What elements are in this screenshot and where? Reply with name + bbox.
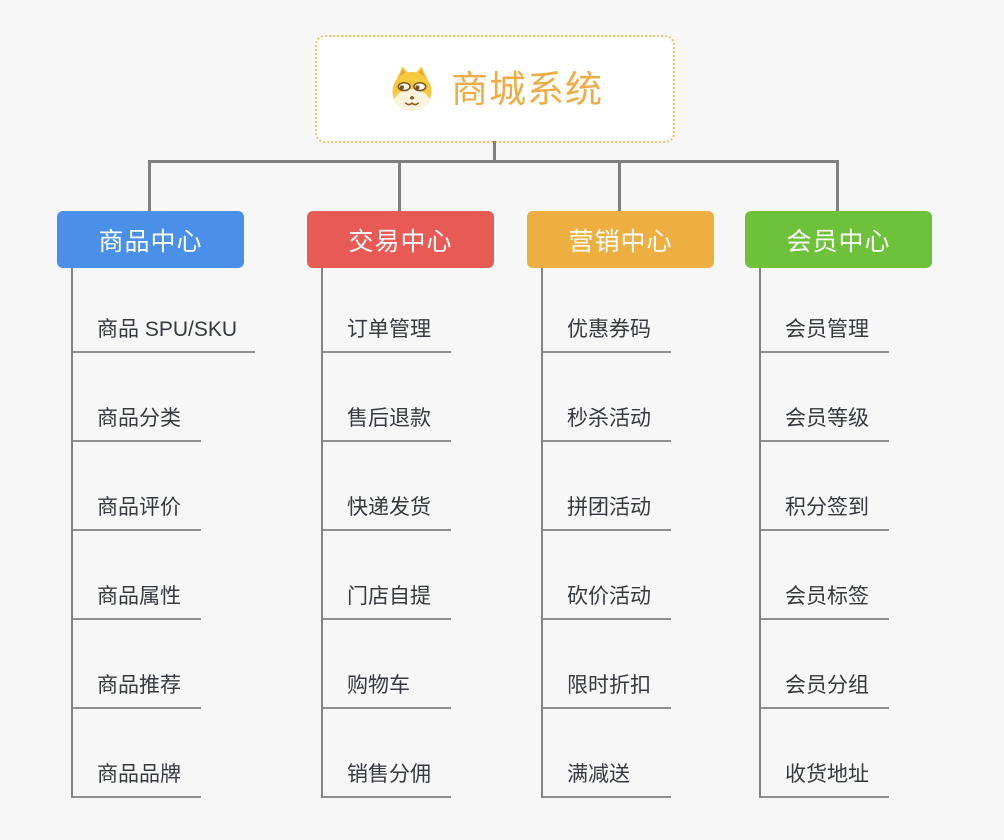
branch-trade-center: 交易中心 订单管理 售后退款 快递发货 门店自提 购物车 销售分佣 (307, 211, 494, 798)
connector-branch-trunk (541, 268, 543, 798)
leaf-node-store-pickup[interactable]: 门店自提 (321, 531, 451, 620)
leaf-node-product-spu-sku[interactable]: 商品 SPU/SKU (71, 268, 256, 353)
branch-node-member-center[interactable]: 会员中心 (745, 211, 932, 268)
leaf-node-group-buy[interactable]: 拼团活动 (541, 442, 671, 531)
connector-drop-product (148, 160, 151, 213)
root-node-mall-system[interactable]: 商城系统 (315, 35, 675, 143)
leaf-node-product-attribute[interactable]: 商品属性 (71, 531, 201, 620)
leaf-node-aftersale-refund[interactable]: 售后退款 (321, 353, 451, 442)
branch-product-center: 商品中心 商品 SPU/SKU 商品分类 商品评价 商品属性 商品推荐 商品品牌 (57, 211, 256, 798)
dog-face-icon (387, 64, 437, 114)
leaf-node-coupon-code[interactable]: 优惠券码 (541, 268, 671, 353)
leaf-node-sales-commission[interactable]: 销售分佣 (321, 709, 451, 798)
leaf-node-member-level[interactable]: 会员等级 (759, 353, 889, 442)
leaf-node-member-group[interactable]: 会员分组 (759, 620, 889, 709)
leaf-node-points-checkin[interactable]: 积分签到 (759, 442, 889, 531)
branch-items: 优惠券码 秒杀活动 拼团活动 砍价活动 限时折扣 满减送 (541, 268, 714, 798)
branch-node-product-center[interactable]: 商品中心 (57, 211, 244, 268)
branch-items: 商品 SPU/SKU 商品分类 商品评价 商品属性 商品推荐 商品品牌 (71, 268, 256, 798)
leaf-node-order-management[interactable]: 订单管理 (321, 268, 451, 353)
leaf-node-express-delivery[interactable]: 快递发货 (321, 442, 451, 531)
connector-drop-trade (398, 160, 401, 213)
branch-member-center: 会员中心 会员管理 会员等级 积分签到 会员标签 会员分组 收货地址 (745, 211, 932, 798)
leaf-node-product-brand[interactable]: 商品品牌 (71, 709, 201, 798)
branch-node-trade-center[interactable]: 交易中心 (307, 211, 494, 268)
leaf-node-product-review[interactable]: 商品评价 (71, 442, 201, 531)
connector-horizontal-rail (148, 160, 839, 163)
branch-items: 订单管理 售后退款 快递发货 门店自提 购物车 销售分佣 (321, 268, 494, 798)
leaf-node-shopping-cart[interactable]: 购物车 (321, 620, 451, 709)
connector-drop-marketing (618, 160, 621, 213)
connector-branch-trunk (759, 268, 761, 798)
connector-branch-trunk (321, 268, 323, 798)
leaf-node-member-management[interactable]: 会员管理 (759, 268, 889, 353)
leaf-node-full-reduction[interactable]: 满减送 (541, 709, 671, 798)
branch-marketing-center: 营销中心 优惠券码 秒杀活动 拼团活动 砍价活动 限时折扣 满减送 (527, 211, 714, 798)
leaf-node-product-recommend[interactable]: 商品推荐 (71, 620, 201, 709)
leaf-node-shipping-address[interactable]: 收货地址 (759, 709, 889, 798)
leaf-node-limited-time-discount[interactable]: 限时折扣 (541, 620, 671, 709)
root-node-title: 商城系统 (451, 68, 603, 110)
leaf-node-member-tag[interactable]: 会员标签 (759, 531, 889, 620)
branch-node-marketing-center[interactable]: 营销中心 (527, 211, 714, 268)
leaf-node-flash-sale[interactable]: 秒杀活动 (541, 353, 671, 442)
connector-branch-trunk (71, 268, 73, 798)
leaf-node-bargain-activity[interactable]: 砍价活动 (541, 531, 671, 620)
leaf-node-product-category[interactable]: 商品分类 (71, 353, 201, 442)
branch-items: 会员管理 会员等级 积分签到 会员标签 会员分组 收货地址 (759, 268, 932, 798)
connector-drop-member (836, 160, 839, 213)
connector-root-stub (493, 141, 496, 162)
